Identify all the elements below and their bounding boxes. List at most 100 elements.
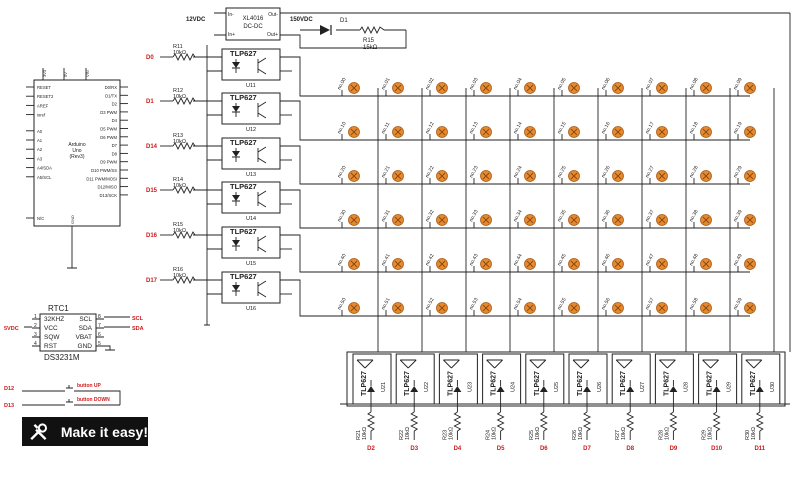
- nixie-tube: no.58: [688, 297, 712, 316]
- tube-mark: [482, 172, 490, 180]
- nixie-tube-label: no.15: [556, 121, 567, 135]
- column-resistor-name: R26: [572, 430, 578, 440]
- rtc-sda: SDA: [132, 326, 144, 332]
- opto-led-icon: [232, 285, 240, 291]
- tube-mark: [350, 172, 358, 180]
- nixie-tube-label: no.47: [644, 253, 655, 267]
- wire: [280, 234, 322, 273]
- nixie-tube: no.20: [336, 165, 360, 184]
- row-optocoupler: [221, 181, 281, 214]
- nixie-tube-label: no.19: [732, 121, 743, 135]
- column-opto-ref: U23: [467, 382, 473, 392]
- rtc-pin-number: 5: [98, 341, 101, 347]
- column-resistor: [755, 411, 764, 432]
- nixie-tube: no.54: [512, 297, 536, 316]
- row-opto-part: TLP627: [230, 182, 257, 191]
- rtc-name: RTC1: [48, 304, 69, 313]
- rtc-pin-right: SCL: [79, 316, 92, 323]
- column-resistor-value: 10kΩ: [708, 427, 714, 440]
- tube-mark: [350, 216, 358, 224]
- arduino-pin-label: D7: [112, 143, 118, 148]
- nixie-tube-label: no.58: [688, 297, 699, 311]
- tube-mark: [526, 84, 534, 92]
- opto-led-icon: [232, 195, 240, 201]
- rtc-pin-number: 7: [98, 323, 101, 329]
- button-up-label: button UP: [77, 383, 102, 389]
- arduino-pin-5v: 5V: [63, 72, 68, 77]
- tube-mark: [702, 260, 710, 268]
- wire: [356, 359, 374, 369]
- row-resistor: [172, 230, 196, 240]
- tube-mark: [438, 84, 446, 92]
- column-resistor-value: 10kΩ: [751, 427, 757, 440]
- tube-mark: [438, 172, 446, 180]
- rtc-scl: SCL: [132, 316, 144, 322]
- arduino-box: [33, 79, 121, 227]
- tube-mark: [746, 260, 754, 268]
- arduino-pin-label: ioref: [37, 113, 46, 118]
- column-driver-pin: D3: [410, 446, 418, 452]
- tube-mark: [702, 128, 710, 136]
- nixie-tube-label: no.13: [468, 121, 479, 135]
- column-driver-pin: D4: [454, 446, 462, 452]
- arduino-pin-label: D2: [112, 102, 118, 107]
- column-resistor-value: 10kΩ: [664, 427, 670, 440]
- row-resistor-value: 10kΩ: [173, 273, 186, 279]
- nixie-tube-label: no.27: [644, 165, 655, 179]
- nixie-tube-label: no.48: [688, 253, 699, 267]
- arduino-pin-label: D10 PWM/SS: [91, 168, 117, 173]
- column-driver-pin: D7: [583, 446, 591, 452]
- tube-mark: [394, 304, 402, 312]
- row-resistor: [172, 141, 196, 151]
- nixie-tube: no.57: [644, 297, 668, 316]
- arduino-pin-3v3: 3V3: [42, 69, 47, 77]
- nixie-tube: no.34: [512, 209, 536, 228]
- tube-mark: [570, 260, 578, 268]
- nixie-tube: no.07: [644, 77, 668, 96]
- nixie-tube: no.47: [644, 253, 668, 272]
- tube-mark: [526, 260, 534, 268]
- wire: [486, 359, 503, 369]
- converter-box: [225, 7, 281, 41]
- nixie-tube: no.59: [732, 297, 756, 316]
- arduino-pin-label: D13/SCK: [100, 193, 118, 198]
- column-opto-part: TLP627: [577, 371, 584, 396]
- nixie-tube: no.06: [600, 77, 624, 96]
- button-up-pin: D12: [4, 386, 14, 392]
- logo-text: Make it easy!: [60, 423, 148, 440]
- nixie-tube-label: no.12: [424, 121, 435, 135]
- rtc-pin-number: 1: [34, 314, 37, 320]
- nixie-tube-label: no.14: [512, 121, 523, 135]
- opto-led-icon: [712, 386, 721, 392]
- column-resistor-name: R29: [702, 430, 708, 440]
- rtc-pin-right: SDA: [79, 325, 93, 332]
- tube-mark: [702, 216, 710, 224]
- tube-mark: [438, 128, 446, 136]
- nixie-tube: no.30: [336, 209, 360, 228]
- nixie-tube-label: no.29: [732, 165, 743, 179]
- nixie-tube-label: no.35: [556, 209, 567, 223]
- column-opto-part: TLP627: [663, 371, 670, 396]
- wire: [193, 234, 222, 250]
- nixie-tube-label: no.02: [424, 77, 435, 91]
- tube-mark: [570, 172, 578, 180]
- wire: [280, 279, 322, 317]
- tube-mark: [746, 84, 754, 92]
- nixie-tube: no.01: [380, 77, 404, 96]
- nixie-tube: no.24: [512, 165, 536, 184]
- nixie-tube-label: no.59: [732, 297, 743, 311]
- nixie-tube: no.11: [380, 121, 404, 140]
- column-driver-pin: D10: [711, 446, 723, 452]
- nixie-tube-label: no.36: [600, 209, 611, 223]
- nixie-tube: no.44: [512, 253, 536, 272]
- row-opto-ref: U15: [246, 261, 256, 267]
- arduino-pin-label: A2: [37, 147, 43, 152]
- nixie-tube: no.09: [732, 77, 756, 96]
- arduino-pin-label: N/C: [37, 216, 44, 221]
